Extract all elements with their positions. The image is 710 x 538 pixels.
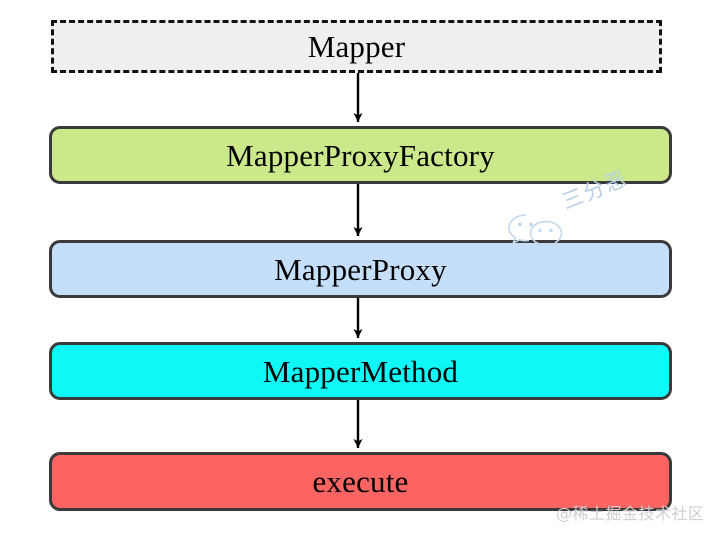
node-mapper-proxy-label: MapperProxy — [274, 251, 447, 287]
node-mapper-proxy-factory: MapperProxyFactory — [49, 126, 672, 184]
node-mapper-proxy-factory-label: MapperProxyFactory — [226, 137, 495, 173]
node-mapper-label: Mapper — [307, 29, 406, 64]
node-execute: execute — [49, 452, 672, 511]
node-mapper-method: MapperMethod — [49, 342, 672, 400]
wechat-watermark: 三分恶 — [505, 166, 670, 248]
node-execute-label: execute — [312, 464, 409, 499]
node-mapper-proxy: MapperProxy — [49, 240, 672, 298]
node-mapper: Mapper — [51, 20, 662, 73]
node-mapper-method-label: MapperMethod — [262, 353, 459, 389]
